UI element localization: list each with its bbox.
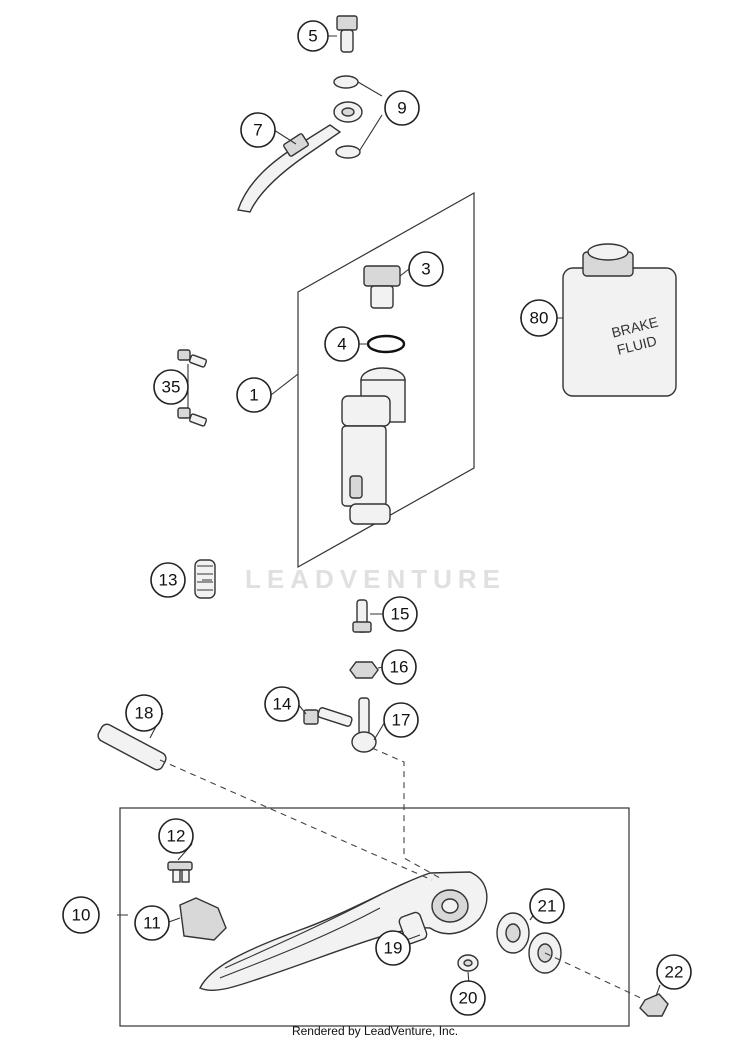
bushing-sleeve <box>398 911 428 945</box>
assembly-line-bearings <box>544 952 646 1001</box>
callout-3: 3 <box>408 251 444 287</box>
pivot-nut <box>639 993 669 1017</box>
svg-text:7: 7 <box>253 121 262 140</box>
callout-21: 21 <box>529 888 565 924</box>
callout-20: 20 <box>450 980 486 1016</box>
callout-18: 18 <box>125 694 163 732</box>
brake-pedal-group-frame <box>119 807 630 1027</box>
callout-19: 19 <box>375 930 411 966</box>
watermark: LEADVENTURE <box>245 564 507 594</box>
callout-5: 5 <box>297 20 329 52</box>
sealing-washers <box>333 75 361 159</box>
pivot-bolt <box>97 723 167 771</box>
reservoir-fitting <box>363 265 401 309</box>
svg-text:19: 19 <box>384 939 403 958</box>
svg-text:14: 14 <box>273 695 292 714</box>
master-cylinder <box>341 367 406 525</box>
callout-22: 22 <box>656 954 692 990</box>
svg-text:3: 3 <box>421 260 430 279</box>
callout-80: 80 <box>520 299 558 337</box>
screws <box>177 349 208 427</box>
brake-pedal <box>199 871 488 992</box>
footer-credit: Rendered by LeadVenture, Inc. <box>291 1024 459 1038</box>
callout-9: 9 <box>384 90 420 126</box>
o-ring <box>366 334 406 354</box>
svg-text:12: 12 <box>167 827 186 846</box>
master-cylinder-panel <box>297 191 475 569</box>
return-spring <box>194 559 216 599</box>
callout-35: 35 <box>153 369 189 405</box>
callout-13: 13 <box>150 562 186 598</box>
svg-text:16: 16 <box>390 658 409 677</box>
hex-nut <box>349 661 379 679</box>
callout-11: 11 <box>134 905 170 941</box>
pin-bolt <box>303 707 353 727</box>
svg-text:4: 4 <box>337 335 346 354</box>
callout-1: 1 <box>236 377 272 413</box>
banjo-bolt <box>336 15 358 53</box>
brake-fluid-bottle: BRAKE FLUID <box>562 243 677 397</box>
assembly-line-pivot <box>159 759 433 881</box>
callout-16: 16 <box>381 649 417 685</box>
callout-7: 7 <box>240 112 276 148</box>
svg-text:17: 17 <box>392 711 411 730</box>
svg-text:5: 5 <box>308 27 317 46</box>
assembly-line-forkhead <box>371 747 441 879</box>
callout-12: 12 <box>158 818 194 854</box>
washer-nut <box>457 954 479 972</box>
callout-15: 15 <box>382 596 418 632</box>
callout-14: 14 <box>264 686 300 722</box>
brake-hose <box>237 101 363 213</box>
svg-text:20: 20 <box>459 989 478 1008</box>
svg-text:13: 13 <box>159 571 178 590</box>
svg-text:11: 11 <box>143 914 161 933</box>
svg-text:21: 21 <box>538 897 557 916</box>
svg-text:15: 15 <box>391 605 410 624</box>
svg-text:35: 35 <box>162 378 181 397</box>
svg-text:1: 1 <box>249 386 258 405</box>
pushrod <box>352 599 372 633</box>
callout-10: 10 <box>62 896 100 934</box>
svg-text:18: 18 <box>135 704 154 723</box>
fork-head <box>351 697 377 753</box>
step-screws <box>167 861 193 883</box>
callout-4: 4 <box>324 326 360 362</box>
brake-pedal-step <box>179 897 227 941</box>
svg-text:10: 10 <box>72 906 91 925</box>
svg-text:22: 22 <box>665 963 684 982</box>
svg-text:9: 9 <box>397 99 406 118</box>
callout-17: 17 <box>383 702 419 738</box>
svg-text:80: 80 <box>530 309 549 328</box>
